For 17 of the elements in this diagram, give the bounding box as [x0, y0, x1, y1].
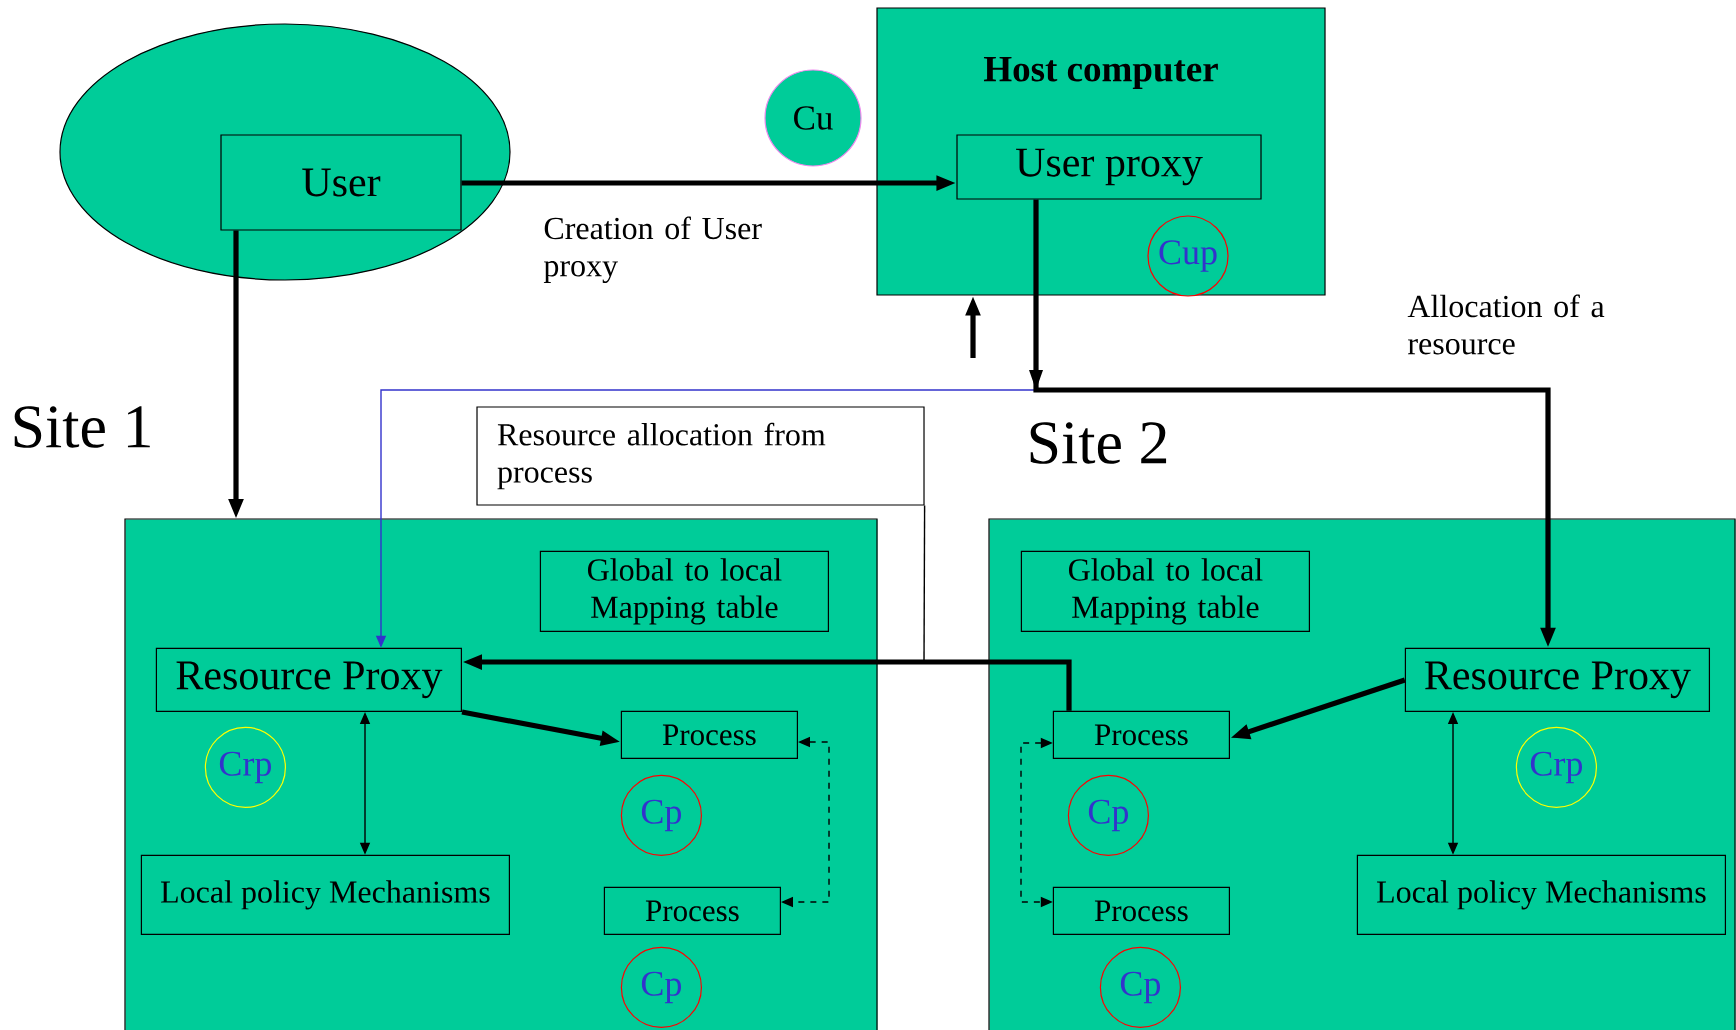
table-box: Global to local Mapping table: [1020, 550, 1310, 632]
site-heading: Site 2: [1030, 422, 1167, 464]
proxy-box: User proxy: [956, 134, 1262, 200]
proxy-box: Resource Proxy: [155, 647, 462, 712]
user-box: User: [220, 134, 462, 231]
edge-label: Creation of User proxy: [541, 214, 781, 286]
edge-label: Allocation of a resource: [1405, 292, 1620, 357]
process-box: Process: [620, 710, 798, 759]
policy-box: Local policy Mechanisms: [140, 854, 510, 935]
process-box: Process: [603, 886, 781, 935]
proxy-box: Resource Proxy: [1404, 647, 1710, 712]
note-box: Resource allocation from process: [476, 406, 925, 506]
process-box: Process: [1052, 886, 1230, 935]
policy-box: Local policy Mechanisms: [1356, 854, 1726, 935]
table-box: Global to local Mapping table: [539, 550, 829, 632]
site-heading: Site 1: [14, 406, 150, 448]
process-box: Process: [1052, 710, 1230, 759]
